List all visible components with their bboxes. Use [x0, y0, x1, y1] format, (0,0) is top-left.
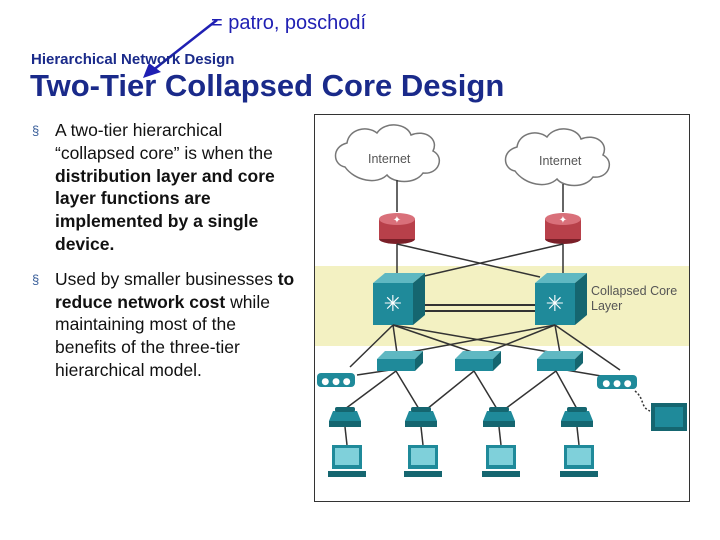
- network-diagram: Internet Internet ✦ ✦: [314, 114, 690, 502]
- bullet-item: § Used by smaller businesses to reduce n…: [32, 268, 295, 380]
- bullet-item: § A two-tier hierarchical “collapsed cor…: [32, 120, 275, 254]
- bullet-marker-icon: §: [32, 123, 40, 138]
- annotation-text: = patro, poschodí: [211, 12, 367, 34]
- ip-phone-1-icon: [329, 407, 361, 427]
- svg-text:● ● ●: ● ● ●: [602, 379, 631, 389]
- internet-cloud-right-icon: [504, 128, 611, 187]
- bullet-list: § A two-tier hierarchical “collapsed cor…: [32, 119, 300, 394]
- router-left-icon: ✦: [379, 213, 415, 244]
- ip-phone-4-icon: [561, 407, 593, 427]
- layer-label-line-2: Layer: [591, 299, 622, 313]
- svg-text:✳: ✳: [384, 292, 402, 317]
- router-right-icon: ✦: [545, 213, 581, 244]
- side-switch-right-icon: ● ● ●: [597, 375, 637, 389]
- pc-3-icon: [482, 445, 520, 477]
- access-switch-3-icon: [537, 351, 583, 371]
- slide-title: Two-Tier Collapsed Core Design: [30, 68, 505, 103]
- layer-label-line-1: Collapsed Core: [591, 284, 677, 298]
- svg-text:✦: ✦: [393, 215, 401, 226]
- internet-cloud-left-icon: [334, 124, 441, 183]
- svg-text:● ● ●: ● ● ●: [321, 377, 350, 387]
- ip-phone-2-icon: [405, 407, 437, 427]
- pc-2-icon: [404, 445, 442, 477]
- slide-subtitle: Hierarchical Network Design: [31, 51, 235, 68]
- side-switch-left-icon: ● ● ●: [317, 373, 355, 387]
- pc-1-icon: [328, 445, 366, 477]
- ip-phone-3-icon: [483, 407, 515, 427]
- cloud-label-left: Internet: [368, 152, 411, 166]
- cloud-label-right: Internet: [539, 154, 582, 168]
- access-switch-1-icon: [377, 351, 423, 371]
- core-switch-left-icon: ✳: [373, 273, 425, 325]
- svg-text:✳: ✳: [546, 292, 564, 317]
- access-switch-2-icon: [455, 351, 501, 371]
- pc-4-icon: [560, 445, 598, 477]
- svg-text:✦: ✦: [559, 215, 567, 226]
- wireless-display-icon: [651, 403, 687, 431]
- core-switch-right-icon: ✳: [535, 273, 587, 325]
- bullet-marker-icon: §: [32, 271, 40, 287]
